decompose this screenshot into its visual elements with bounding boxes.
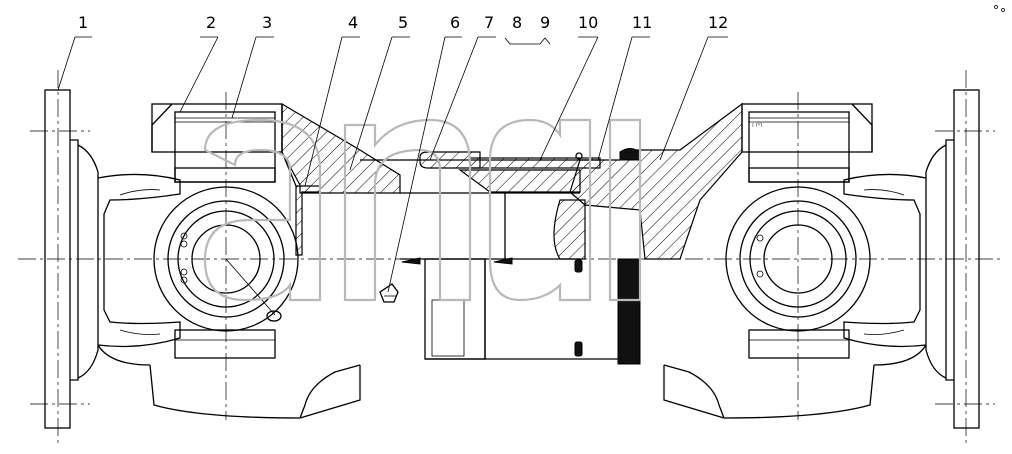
callout-labels: 1 2 3 4 5 6 7 8 9 10 11 12 (78, 13, 728, 32)
left-bearing-cup-top (151, 103, 283, 183)
right-bearing-cup-bottom (748, 329, 850, 359)
callout-5: 5 (398, 13, 408, 32)
callout-2: 2 (206, 13, 216, 32)
watermark (203, 118, 642, 302)
corner-mark-icon (994, 5, 1005, 12)
right-slip-section (553, 102, 743, 365)
right-flange (925, 89, 980, 429)
left-yoke (97, 173, 361, 419)
centerlines (18, 70, 1000, 445)
callout-6: 6 (450, 13, 460, 32)
trademark-symbol: ™ (748, 119, 766, 140)
callout-leaders (57, 36, 728, 293)
callout-7: 7 (484, 13, 494, 32)
callout-3: 3 (262, 13, 272, 32)
callout-1: 1 (78, 13, 88, 32)
right-cross-joint (725, 186, 871, 332)
grease-fitting (379, 257, 513, 303)
callout-9: 9 (540, 13, 550, 32)
left-bearing-cup-bottom (174, 329, 276, 359)
callout-4: 4 (348, 13, 358, 32)
left-cross-joint (153, 186, 299, 332)
callout-12: 12 (708, 13, 728, 32)
left-hub-section (281, 102, 401, 256)
callout-8: 8 (512, 13, 522, 32)
right-yoke (663, 173, 927, 419)
right-bearing-cup-top (741, 103, 873, 183)
left-flange (44, 89, 99, 429)
callout-11: 11 (632, 13, 652, 32)
callout-10: 10 (578, 13, 598, 32)
